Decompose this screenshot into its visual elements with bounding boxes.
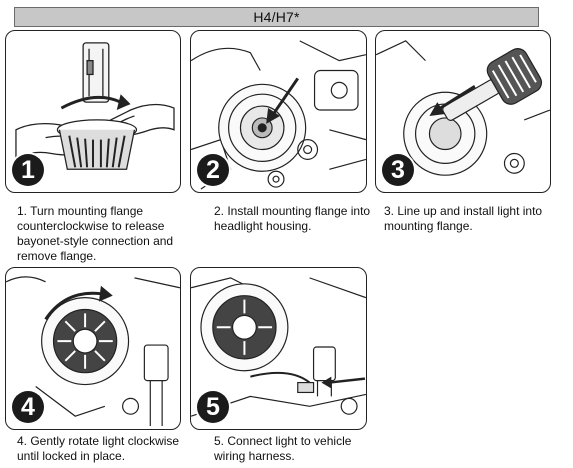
step-4-panel: 4 bbox=[5, 267, 181, 430]
headlight-housing-illustration bbox=[191, 40, 366, 190]
section-header: H4/H7* bbox=[14, 7, 539, 27]
step-3-panel: 3 bbox=[375, 30, 551, 193]
rotate-light-illustration bbox=[6, 276, 180, 427]
step-number-badge: 5 bbox=[197, 391, 229, 423]
step-1-panel: 1 bbox=[5, 30, 181, 193]
step-number-badge: 1 bbox=[12, 154, 44, 186]
step-number-badge: 3 bbox=[382, 154, 414, 186]
insert-light-illustration bbox=[376, 40, 550, 176]
step-4-caption: 4. Gently rotate light clockwise until l… bbox=[17, 434, 180, 463]
step-5-panel: 5 bbox=[190, 267, 367, 430]
step-2-panel: 2 bbox=[190, 30, 367, 193]
wiring-harness-illustration bbox=[191, 277, 366, 417]
step-1-caption: 1. Turn mounting flange counterclockwise… bbox=[17, 204, 174, 263]
step-5-caption: 5. Connect light to vehicle wiring harne… bbox=[214, 434, 352, 463]
section-title: H4/H7* bbox=[253, 9, 300, 25]
step-3-caption: 3. Line up and install light into mounti… bbox=[384, 204, 543, 233]
step-number-badge: 4 bbox=[12, 391, 44, 423]
step-2-caption: 2. Install mounting flange into headligh… bbox=[214, 204, 371, 233]
hand-turning-flange-illustration bbox=[15, 42, 175, 170]
step-number-badge: 2 bbox=[197, 154, 229, 186]
